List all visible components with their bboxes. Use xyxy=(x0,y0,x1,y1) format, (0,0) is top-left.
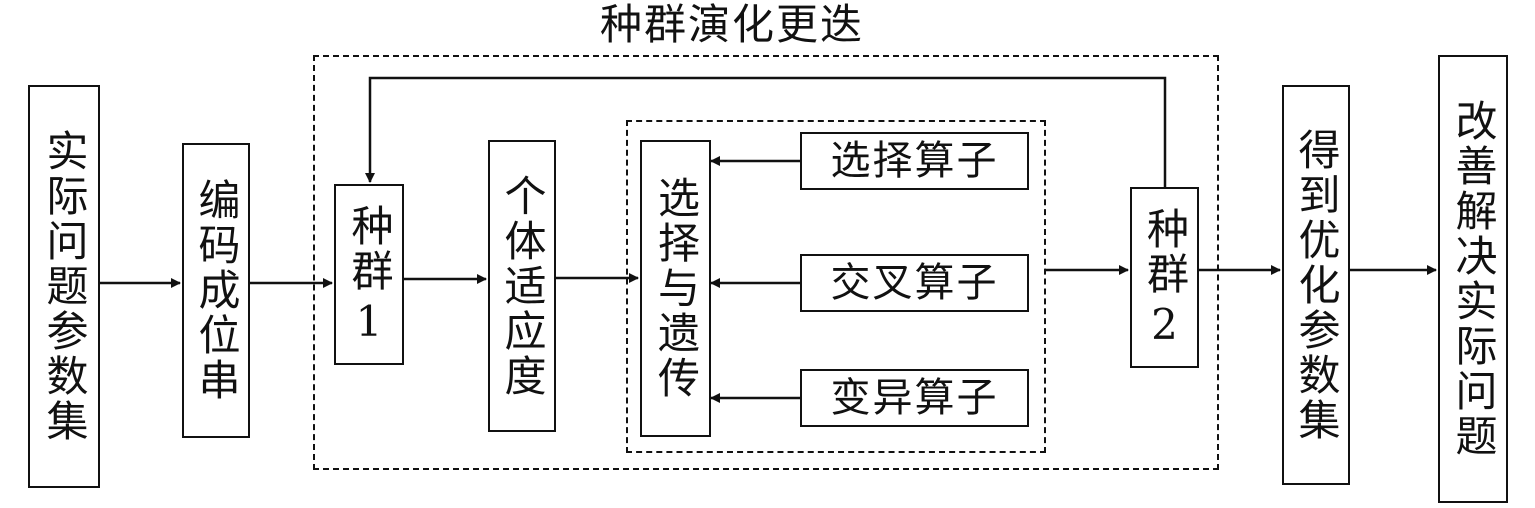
box-optimized-params: 得到优化参数集 xyxy=(1282,85,1350,485)
box-encode-label: 编码成位串 xyxy=(192,178,241,403)
box-population-2: 种群 2 xyxy=(1130,187,1199,368)
feedback-loop-line xyxy=(365,76,1167,187)
outer-dashed-region xyxy=(313,55,1219,470)
box-mutate-operator-label: 变异算子 xyxy=(830,375,999,421)
box-population-2-label: 种群 xyxy=(1140,207,1190,298)
box-mutate-operator: 变异算子 xyxy=(800,369,1029,427)
diagram-title: 种群演化更迭 xyxy=(600,0,865,49)
box-fitness-label: 个体适应度 xyxy=(498,173,547,399)
box-population-1-label: 种群 xyxy=(345,204,395,295)
box-population-1-number: 1 xyxy=(355,297,383,347)
box-optimized-params-label: 得到优化参数集 xyxy=(1292,127,1341,443)
box-select-operator-label: 选择算子 xyxy=(830,138,999,184)
box-improve-solution: 改善解决实际问题 xyxy=(1438,55,1508,503)
box-cross-operator-label: 交叉算子 xyxy=(830,260,999,306)
box-cross-operator: 交叉算子 xyxy=(800,254,1029,312)
box-encode: 编码成位串 xyxy=(182,143,250,438)
box-improve-solution-label: 改善解决实际问题 xyxy=(1449,99,1498,459)
inner-dashed-region xyxy=(626,120,1046,453)
box-select-operator: 选择算子 xyxy=(800,132,1029,190)
box-select-inherit: 选择与遗传 xyxy=(640,140,711,437)
box-fitness: 个体适应度 xyxy=(488,140,556,432)
box-population-2-number: 2 xyxy=(1151,300,1178,350)
box-actual-params: 实际问题参数集 xyxy=(28,85,100,488)
box-actual-params-label: 实际问题参数集 xyxy=(40,129,89,444)
box-population-1: 种群 1 xyxy=(334,184,404,365)
box-select-inherit-label: 选择与遗传 xyxy=(651,176,701,401)
